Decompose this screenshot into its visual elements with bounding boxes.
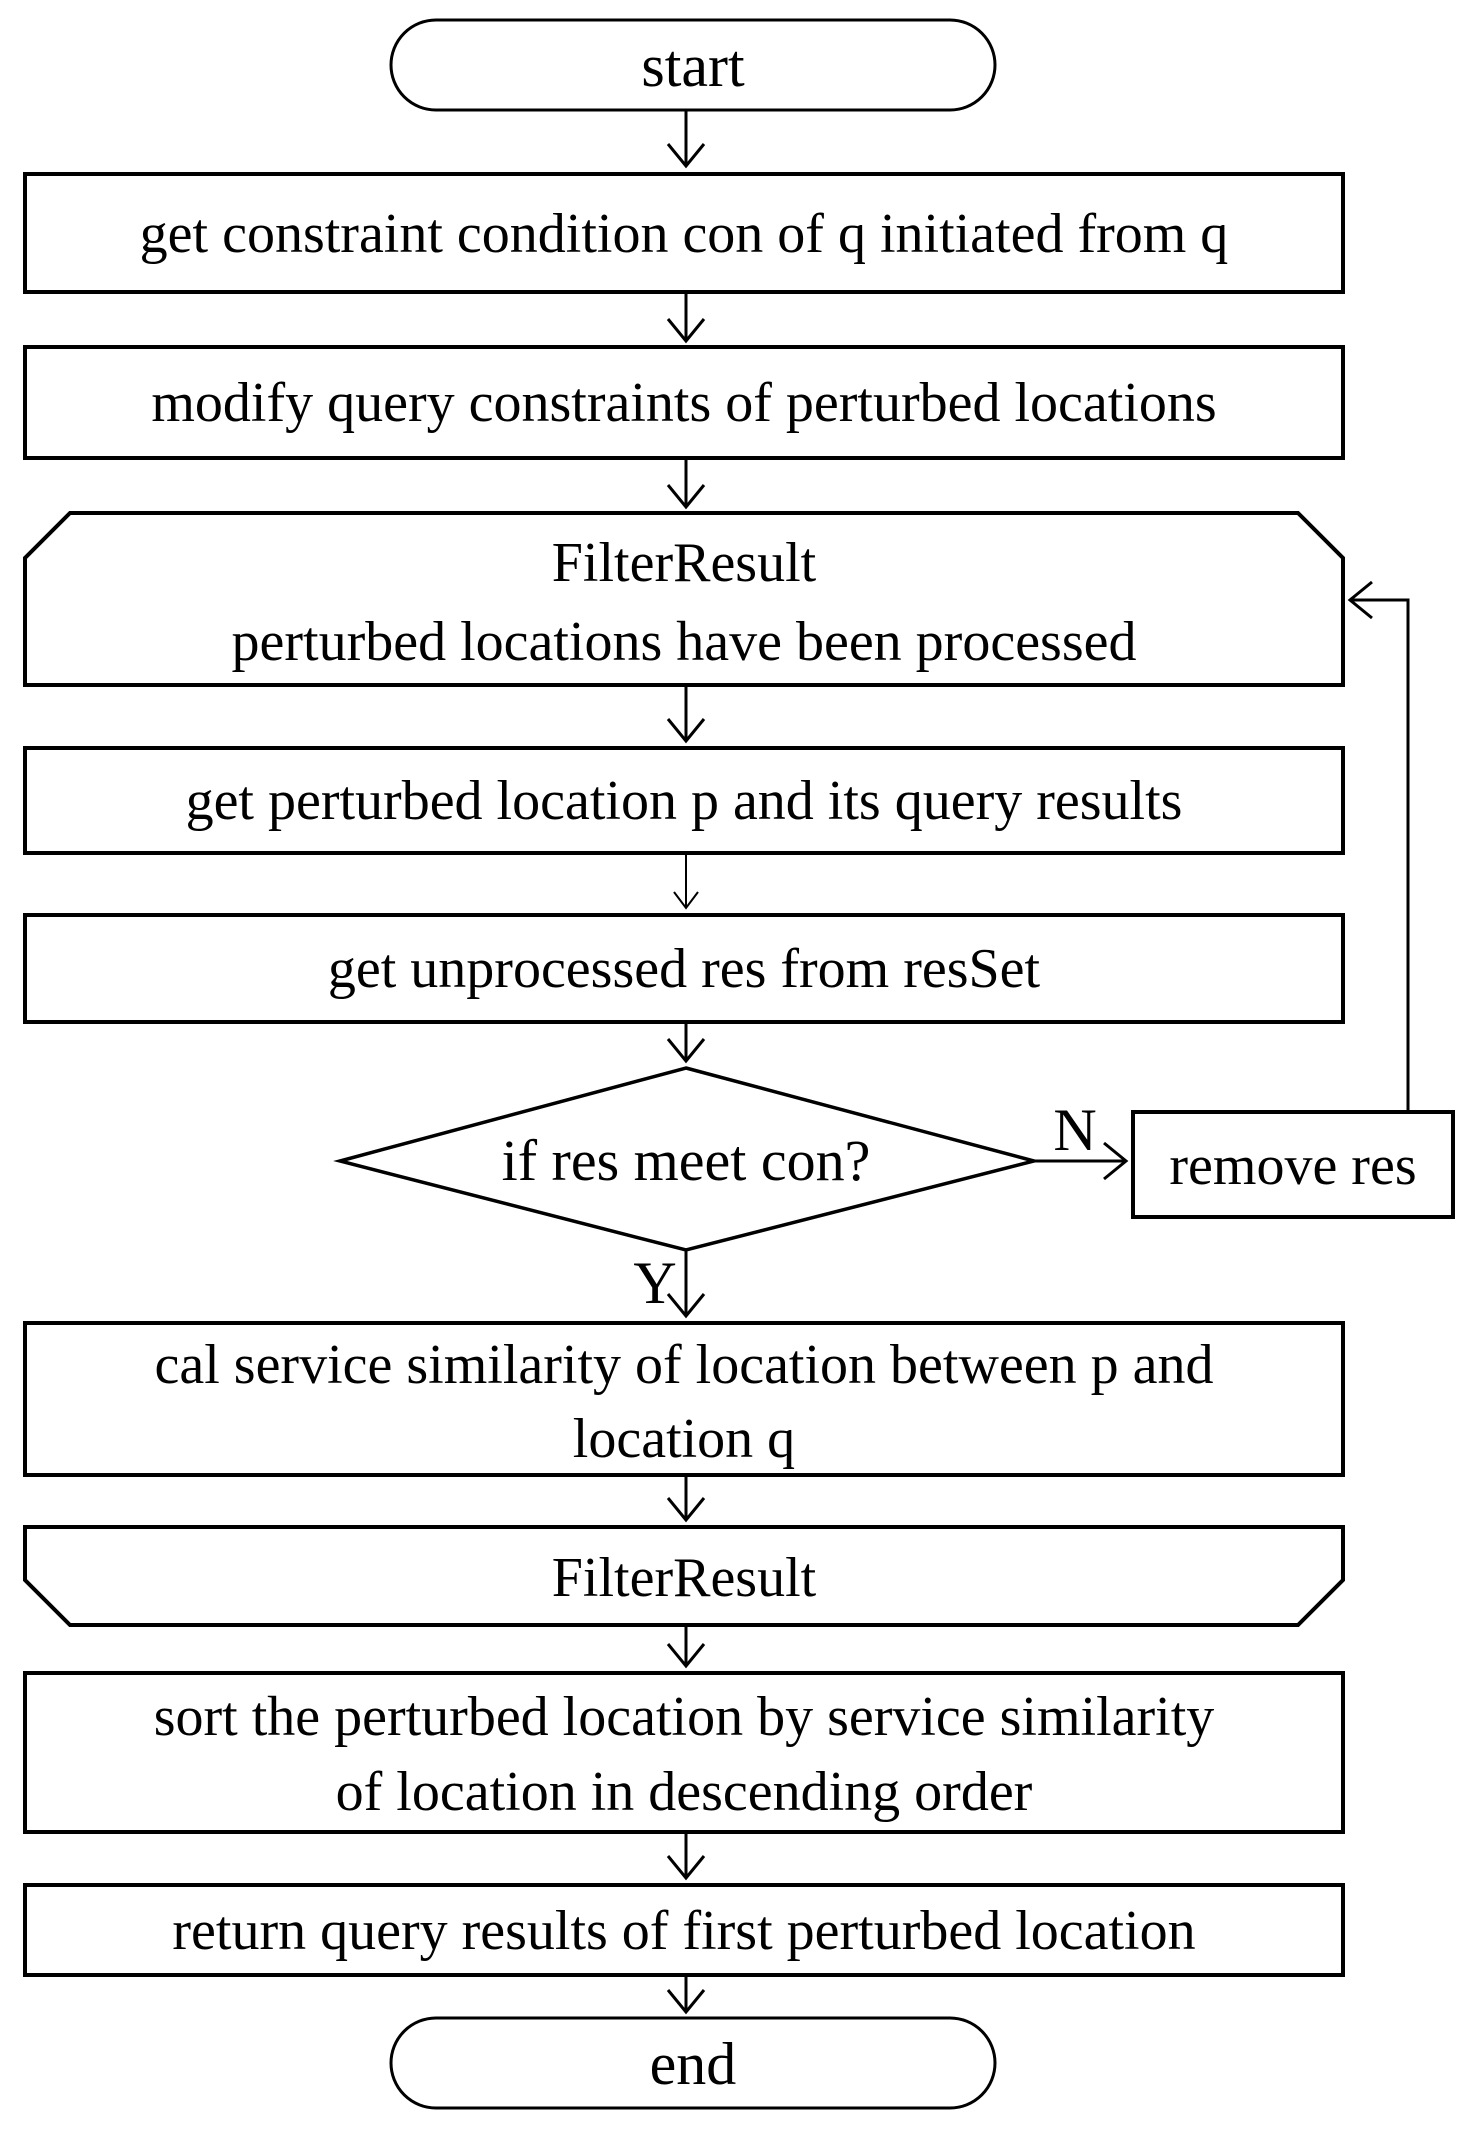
node-decision: if res meet con? <box>333 1066 1041 1252</box>
sort-locations-line2: of location in descending order <box>336 1761 1033 1823</box>
node-modify-query: modify query constraints of perturbed lo… <box>23 345 1345 460</box>
get-unprocessed-process-shape <box>23 913 1345 1024</box>
return-results-label: return query results of first perturbed … <box>172 1900 1195 1962</box>
edge-remove-res-loop-to-filter-result-1 <box>1347 580 1410 1112</box>
node-start: start <box>389 18 997 112</box>
cal-similarity-line2: location q <box>573 1408 795 1470</box>
decision-diamond-shape <box>333 1066 1041 1252</box>
remove-res-label: remove res <box>1169 1135 1416 1197</box>
filter-result-1-title: FilterResult <box>552 532 817 594</box>
start-label: start <box>641 33 745 99</box>
start-terminator-shape <box>389 18 997 112</box>
sort-locations-line1: sort the perturbed location by service s… <box>154 1686 1215 1748</box>
filter-result-1-card-shape <box>23 511 1345 687</box>
modify-query-process-shape <box>23 345 1345 460</box>
cal-similarity-process-shape <box>23 1321 1345 1477</box>
end-label: end <box>650 2031 737 2097</box>
end-terminator-shape <box>389 2016 997 2110</box>
node-filter-result-2: FilterResult <box>23 1525 1345 1627</box>
get-unprocessed-label: get unprocessed res from resSet <box>328 938 1041 1000</box>
branch-no-label: N <box>1053 1097 1096 1163</box>
node-remove-res: remove res <box>1131 1110 1455 1219</box>
filter-result-1-subtitle: perturbed locations have been processed <box>232 611 1137 673</box>
node-get-perturbed: get perturbed location p and its query r… <box>23 746 1345 855</box>
decision-label: if res meet con? <box>502 1128 871 1193</box>
node-return-results: return query results of first perturbed … <box>23 1883 1345 1977</box>
node-sort-locations: sort the perturbed location by service s… <box>23 1671 1345 1834</box>
filter-result-2-card-shape <box>23 1525 1345 1627</box>
node-filter-result-1: FilterResult perturbed locations have be… <box>23 511 1345 687</box>
get-constraint-label: get constraint condition con of q initia… <box>140 203 1229 265</box>
cal-similarity-line1: cal service similarity of location betwe… <box>155 1334 1214 1396</box>
return-results-process-shape <box>23 1883 1345 1977</box>
node-cal-similarity: cal service similarity of location betwe… <box>23 1321 1345 1477</box>
modify-query-label: modify query constraints of perturbed lo… <box>151 372 1216 434</box>
get-perturbed-label: get perturbed location p and its query r… <box>186 770 1183 832</box>
sort-locations-process-shape <box>23 1671 1345 1834</box>
remove-res-process-shape <box>1131 1110 1455 1219</box>
node-end: end <box>389 2016 997 2110</box>
get-constraint-process-shape <box>23 172 1345 294</box>
node-get-unprocessed: get unprocessed res from resSet <box>23 913 1345 1024</box>
filter-result-2-label: FilterResult <box>552 1547 817 1609</box>
get-perturbed-process-shape <box>23 746 1345 855</box>
branch-yes-label: Y <box>633 1250 676 1316</box>
node-get-constraint: get constraint condition con of q initia… <box>23 172 1345 294</box>
